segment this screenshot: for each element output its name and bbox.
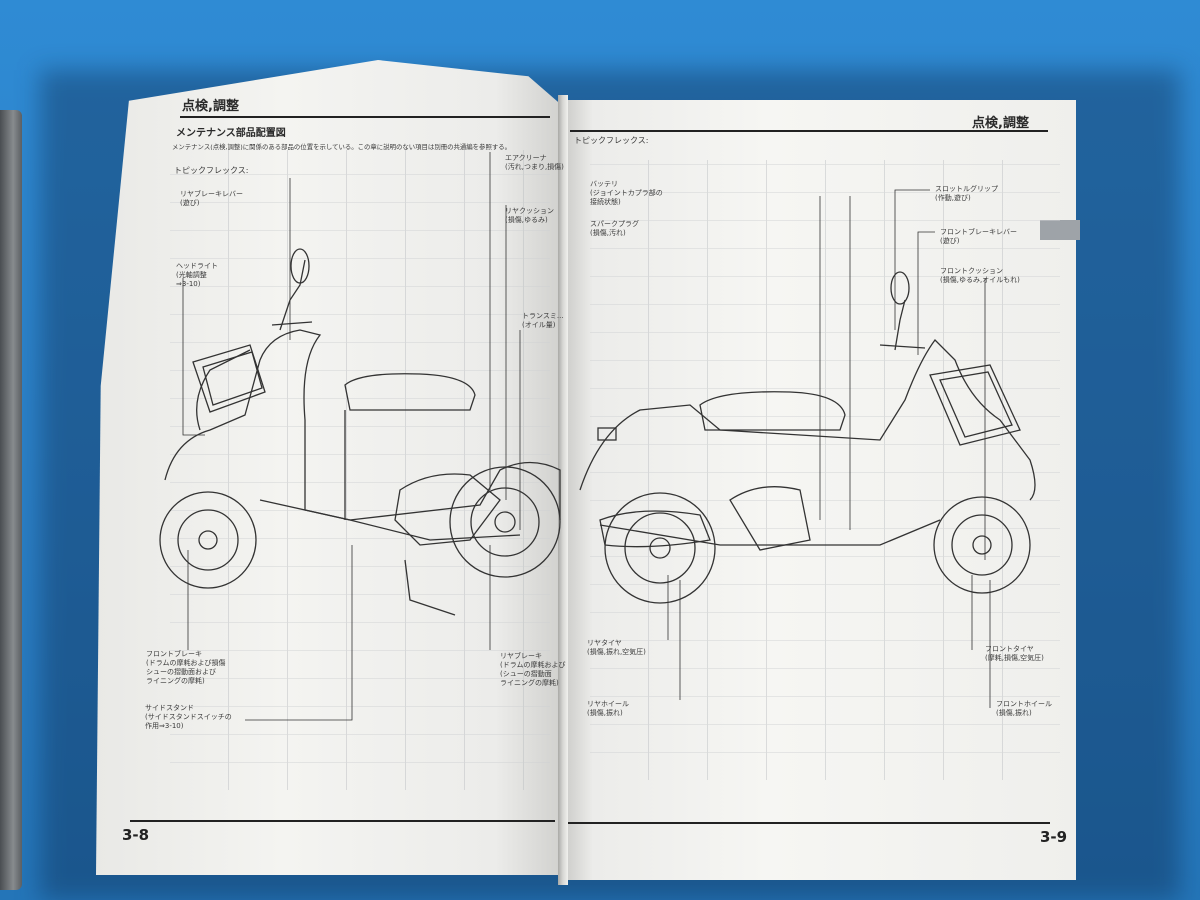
left-intro-text: メンテナンス(点検,調整)に関係のある部品の位置を示している。この章に説明のない… — [172, 143, 512, 151]
label-rear-tire: リヤタイヤ (損傷,振れ,空気圧) — [587, 639, 646, 656]
label-rear-brake-lever: リヤブレーキレバー (遊び) — [180, 190, 243, 207]
label-headlight: ヘッドライト (光軸調整 ⇒3-10) — [176, 262, 218, 288]
left-footer-rule — [130, 820, 555, 822]
left-model-name: トピックフレックス: — [174, 166, 249, 175]
label-front-brake-lever: フロントブレーキレバー (遊び) — [940, 228, 1017, 245]
label-front-brake: フロントブレーキ (ドラムの摩耗および損傷 シューの摺動面および ライニングの摩… — [146, 650, 226, 685]
label-rear-cushion: リヤクッション (損傷,ゆるみ) — [505, 207, 554, 224]
right-model-name: トピックフレックス: — [574, 136, 649, 145]
label-front-cushion: フロントクッション (損傷,ゆるみ,オイルもれ) — [940, 267, 1020, 284]
left-header-rule — [180, 116, 550, 118]
right-page-tab — [1040, 220, 1080, 240]
left-section-title: メンテナンス部品配置図 — [176, 128, 286, 139]
left-page — [96, 60, 566, 875]
label-rear-brake: リヤブレーキ (ドラムの摩耗および (シューの摺動面 ライニングの摩耗) — [500, 652, 566, 687]
adjacent-book-edge — [0, 110, 22, 890]
label-transmission: トランスミ... (オイル量) — [522, 312, 564, 329]
right-page-grid — [590, 160, 1060, 780]
left-page-number: 3-8 — [122, 826, 150, 844]
label-battery: バッテリ (ジョイントカプラ部の 接続状態) — [590, 180, 663, 206]
label-spark-plug: スパークプラグ (損傷,汚れ) — [590, 220, 639, 237]
right-header-rule — [570, 130, 1048, 132]
label-rear-wheel: リヤホイール (損傷,振れ) — [587, 700, 629, 717]
right-footer-rule — [568, 822, 1050, 824]
label-front-tire: フロントタイヤ (摩耗,損傷,空気圧) — [985, 645, 1044, 662]
label-side-stand: サイドスタンド (サイドスタンドスイッチの 作用⇒3-10) — [145, 704, 232, 730]
label-front-wheel: フロントホイール (損傷,振れ) — [996, 700, 1052, 717]
left-page-header: 点検,調整 — [182, 99, 239, 114]
label-throttle-grip: スロットルグリップ (作動,遊び) — [935, 185, 998, 202]
label-air-cleaner: エアクリーナ (汚れ,つまり,損傷) — [505, 154, 564, 171]
right-page — [562, 100, 1076, 880]
right-page-number: 3-9 — [1040, 828, 1068, 846]
right-page-header: 点検,調整 — [972, 116, 1029, 131]
book-gutter — [558, 95, 568, 885]
